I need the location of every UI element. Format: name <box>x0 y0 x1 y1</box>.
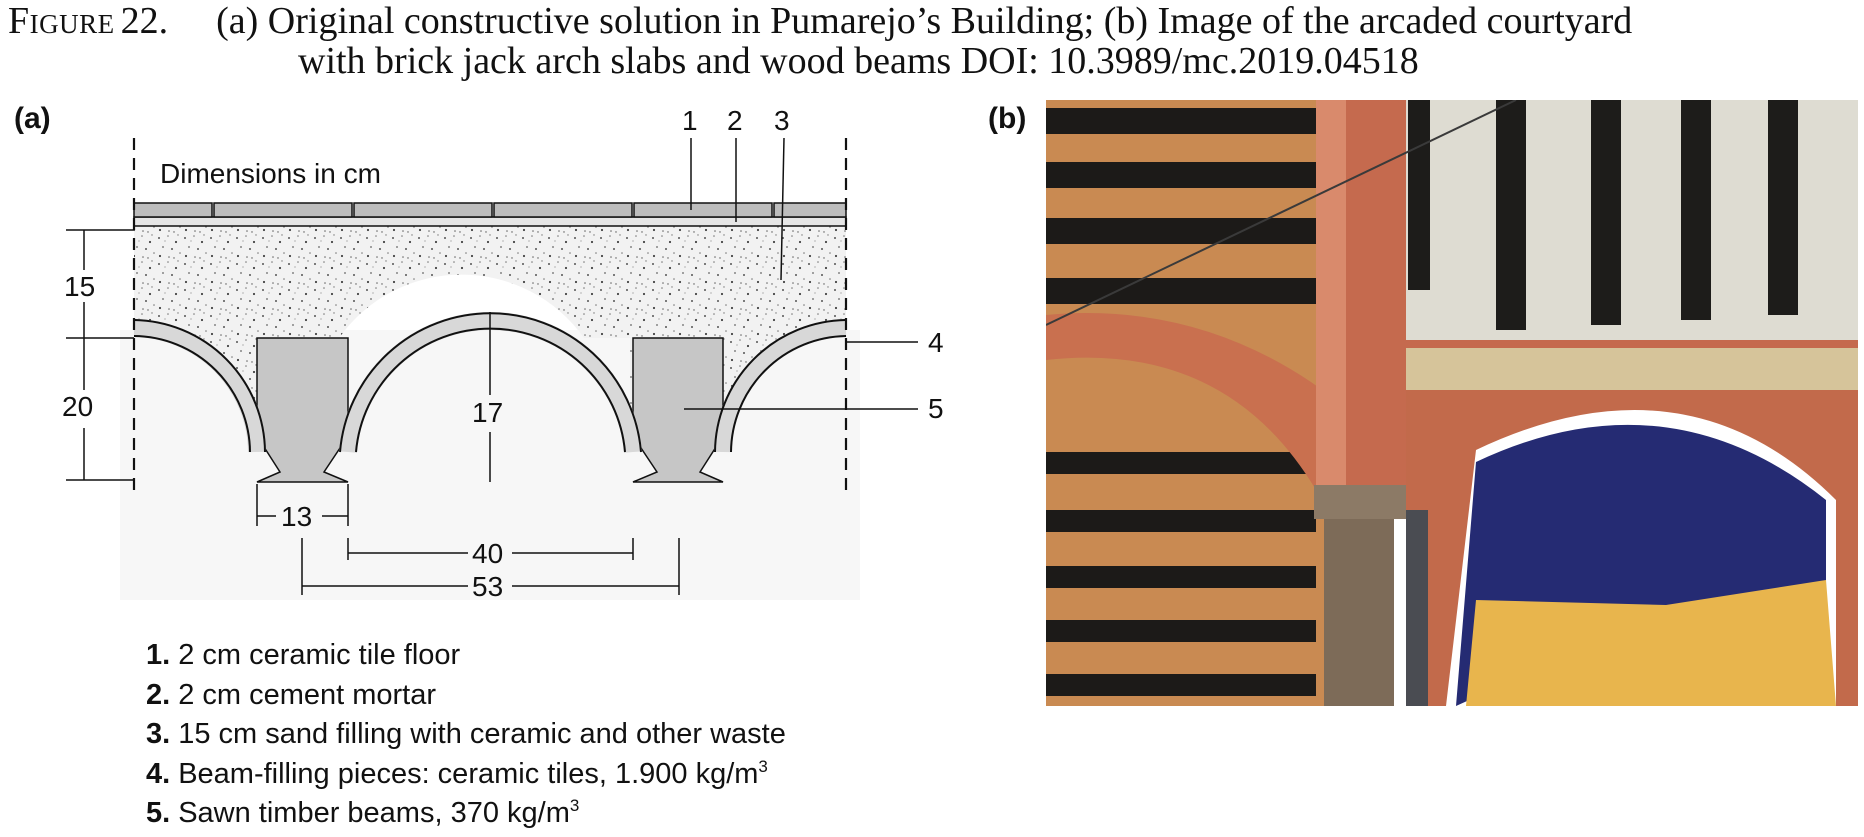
caption-text-2: with brick jack arch slabs and wood beam… <box>298 40 1419 82</box>
diagram-legend: 1.2 cm ceramic tile floor 2.2 cm cement … <box>146 636 786 834</box>
dimension-lines-left <box>66 229 134 481</box>
caption-line-2: with brick jack arch slabs and wood beam… <box>298 40 1419 82</box>
left-arch <box>1046 313 1336 490</box>
dim-beam-width: 13 <box>281 501 312 532</box>
callout-3: 3 <box>774 105 790 136</box>
pier-highlight <box>1316 100 1346 500</box>
column-capital <box>1314 485 1406 519</box>
legend-item: 2.2 cm cement mortar <box>146 678 437 711</box>
right-wood-beams <box>1408 100 1798 330</box>
legend-item: 5.Sawn timber beams, 370 kg/m3 <box>146 796 580 829</box>
legend-item: 3.15 cm sand filling with ceramic and ot… <box>146 718 786 750</box>
figure-label: Figure <box>8 0 115 42</box>
overhead-wire <box>1046 100 1517 326</box>
jack-arch-section-diagram: Dimensions in cm 1 2 3 4 5 15 20 17 13 <box>62 105 944 602</box>
ceramic-tile-floor <box>133 202 847 218</box>
cement-mortar-layer <box>133 216 847 227</box>
leader-3 <box>780 137 785 281</box>
callout-5: 5 <box>928 393 944 424</box>
dimensions-note: Dimensions in cm <box>160 158 381 189</box>
panel-b-label: (b) <box>988 102 1027 135</box>
panel-a-label: (a) <box>14 102 51 135</box>
drain-pipe <box>1406 510 1428 706</box>
dimension-lines-bottom <box>256 484 680 595</box>
dim-clear-span: 40 <box>472 538 503 569</box>
dim-beam-spacing: 53 <box>472 571 503 602</box>
lintel <box>1406 345 1858 390</box>
ceramic-arch-right <box>714 319 847 453</box>
legend-item: 4.Beam-filling pieces: ceramic tiles, 1.… <box>146 756 768 790</box>
caption-text-1: (a) Original constructive solution in Pu… <box>216 0 1633 42</box>
left-wood-beams <box>1046 108 1316 696</box>
right-arch <box>1406 390 1858 706</box>
dim-beam-depth: 20 <box>62 391 93 422</box>
dim-arch-rise: 17 <box>472 397 503 428</box>
legend-item: 1.2 cm ceramic tile floor <box>146 639 461 671</box>
callout-1: 1 <box>682 105 698 136</box>
callout-2: 2 <box>727 105 743 136</box>
ceramic-arch-left <box>133 319 266 453</box>
courtyard-photo <box>1046 100 1858 706</box>
sunlit-facade <box>1466 580 1836 706</box>
dim-fill-depth: 15 <box>64 271 95 302</box>
lintel-edge <box>1406 340 1858 348</box>
figure-number: 22. <box>120 0 169 42</box>
stone-column <box>1324 510 1394 706</box>
callout-4: 4 <box>928 327 944 358</box>
